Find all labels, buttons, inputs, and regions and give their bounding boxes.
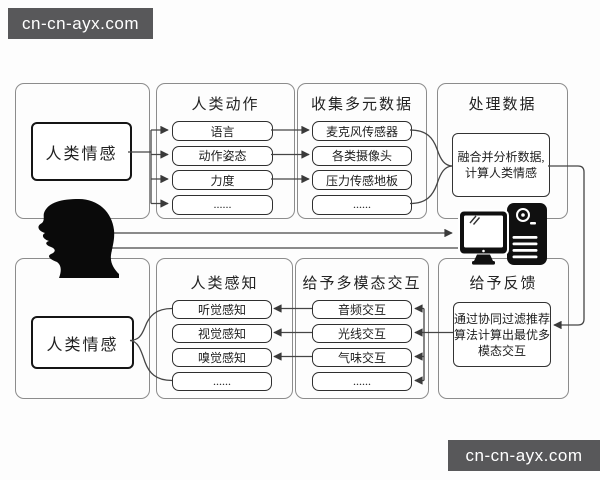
panel-title-collect-data: 收集多元数据 <box>310 97 413 113</box>
perception-item-olfactory: 嗅觉感知 <box>172 347 272 367</box>
emotion-box-bottom: 人类情感 <box>31 316 134 369</box>
feedback-algorithm-box: 通过协同过滤推荐 算法计算出最优多 模态交互 <box>453 302 551 367</box>
feedback-line1: 通过协同过滤推荐 <box>454 311 551 326</box>
panel-title-multimodal-interaction: 给予多模态交互 <box>302 276 422 292</box>
interaction-item-more: ...... <box>312 371 412 391</box>
interaction-item-smell: 气味交互 <box>312 347 412 367</box>
perception-item-auditory: 听觉感知 <box>172 299 272 319</box>
action-item-posture: 动作姿态 <box>172 145 273 166</box>
panel-multimodal-interaction: 给予多模态交互 <box>295 258 429 399</box>
collect-item-cameras: 各类摄像头 <box>312 145 412 166</box>
panel-title-process-data: 处理数据 <box>468 97 537 113</box>
action-item-speech: 语言 <box>172 121 273 141</box>
interaction-item-light: 光线交互 <box>312 323 412 343</box>
collect-item-microphone: 麦克风传感器 <box>312 121 412 141</box>
action-item-force: 力度 <box>172 170 273 190</box>
feedback-line3: 模态交互 <box>477 343 526 358</box>
collect-item-more: ...... <box>312 194 412 215</box>
emotion-box-top: 人类情感 <box>31 122 132 181</box>
panel-title-give-feedback: 给予反馈 <box>469 276 538 292</box>
perception-item-visual: 视觉感知 <box>172 323 272 343</box>
panel-human-action: 人类动作 <box>156 83 295 219</box>
panel-title-human-perception: 人类感知 <box>190 276 259 292</box>
feedback-line2: 算法计算出最优多 <box>454 327 551 342</box>
watermark-top: cn-cn-ayx.com <box>8 8 153 39</box>
process-result-line1: 融合并分析数据, <box>457 150 545 164</box>
action-item-more: ...... <box>172 194 273 215</box>
watermark-bottom: cn-cn-ayx.com <box>448 440 600 471</box>
collect-item-pressure-floor: 压力传感地板 <box>312 170 412 190</box>
process-result-box: 融合并分析数据, 计算人类情感 <box>452 133 550 197</box>
interaction-item-audio: 音频交互 <box>312 299 412 319</box>
panel-give-feedback: 给予反馈 <box>438 258 569 399</box>
panel-title-human-action: 人类动作 <box>191 97 260 113</box>
perception-item-more: ...... <box>172 371 272 391</box>
process-result-line2: 计算人类情感 <box>464 166 537 180</box>
